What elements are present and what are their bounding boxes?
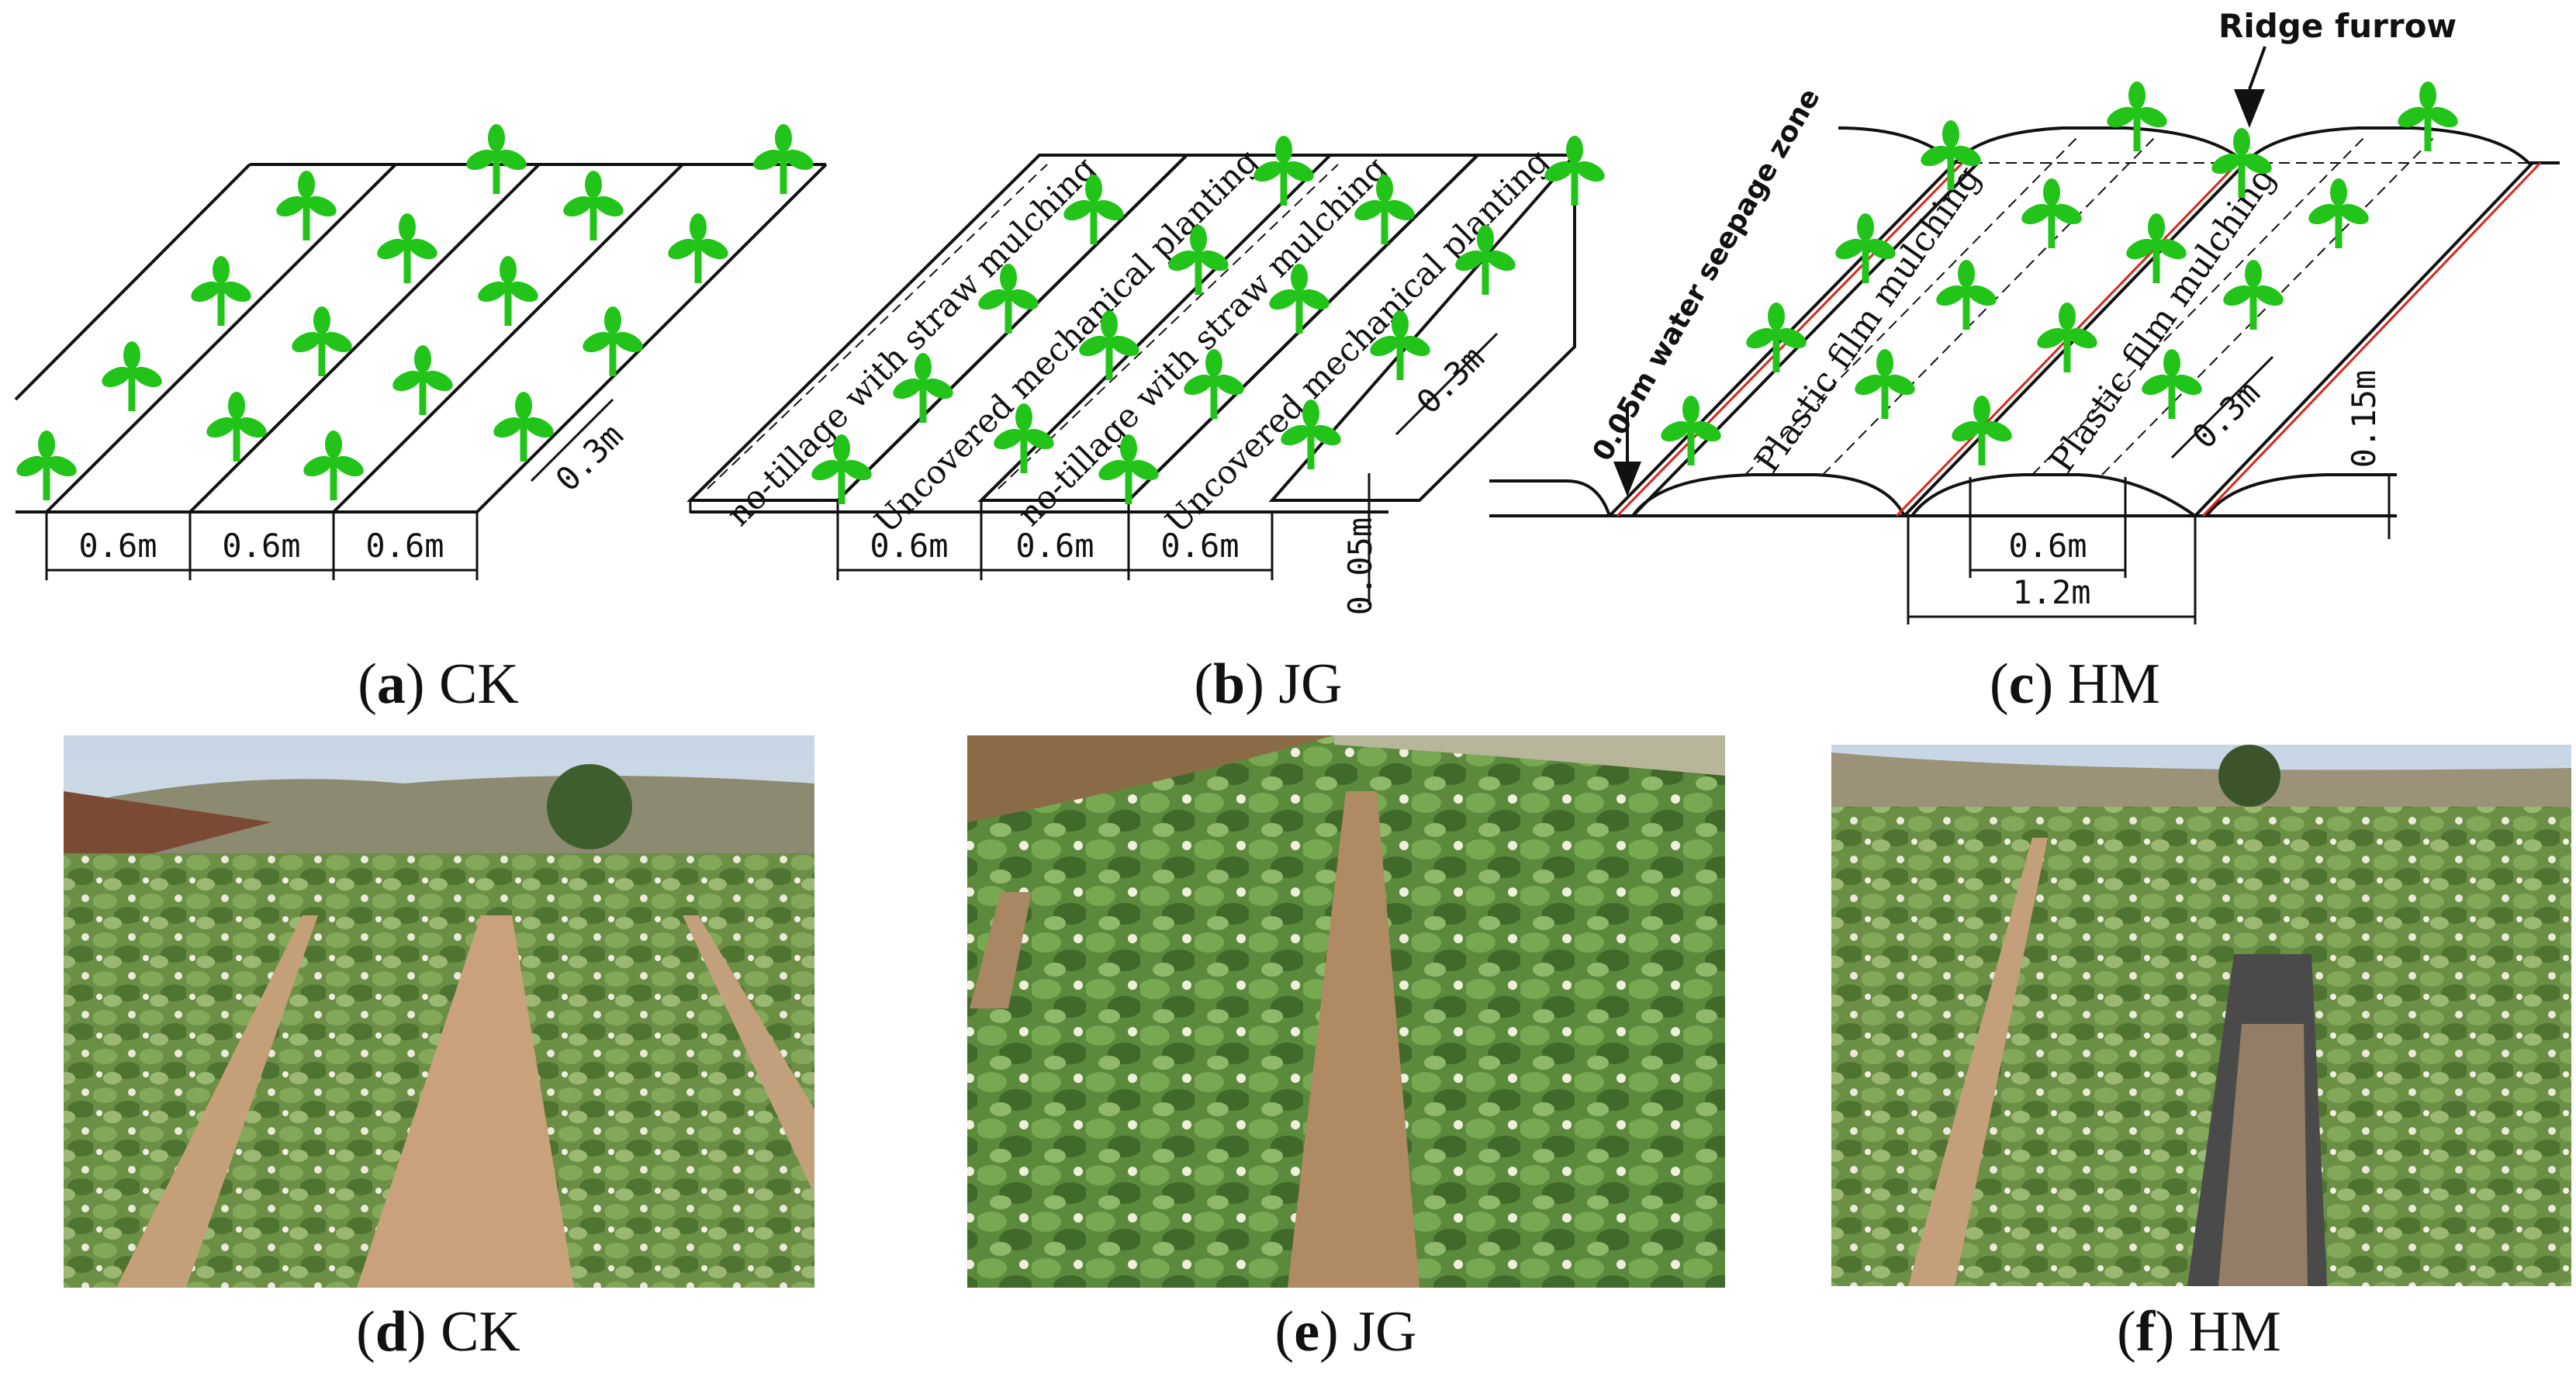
caption-c: (c) HM: [1990, 652, 2160, 716]
hm-slope-dashed: [1744, 135, 2080, 476]
jg-strip-inner: [998, 164, 1339, 489]
jg-strip-inner: [707, 164, 1048, 489]
ck-spacing-line: [530, 398, 614, 482]
hm-slope-dashed: [2101, 135, 2436, 476]
ridge-arrow: [2234, 89, 2265, 128]
diagram-jg: [686, 150, 1576, 605]
jg-row-line: [1127, 154, 1479, 502]
jg-dim-label: 0.6m: [1160, 527, 1239, 565]
ck-dim-label: 0.6m: [365, 527, 444, 565]
hm-slope-dashed: [2031, 135, 2367, 476]
ck-dim-label: 0.6m: [222, 527, 300, 565]
ck-row-line: [14, 163, 251, 401]
hm-slope: [2194, 161, 2534, 517]
ck-row-line: [332, 163, 684, 514]
photo-hm: [1831, 745, 2571, 1286]
hm-arrows: [1613, 46, 2267, 496]
jg-dim-label: 0.6m: [1015, 527, 1094, 565]
caption-e: (e) JG: [1274, 1300, 1417, 1364]
photo-ck: [64, 735, 814, 1288]
caption-d: (d) CK: [356, 1300, 520, 1364]
ck-row-line: [475, 163, 828, 514]
hm-spacing-line: [2170, 355, 2274, 459]
hm-large-width-label: 1.2m: [2012, 573, 2090, 611]
ridge-furrow-label: Ridge furrow: [2218, 7, 2457, 45]
jg-depth-label: 0.05m: [1341, 517, 1379, 615]
jg-strip: [1268, 150, 1576, 502]
hm-height-label: 0.15m: [2345, 370, 2383, 468]
jg-spacing-line: [1395, 332, 1499, 436]
ck-row-line: [188, 163, 541, 514]
diagram-ck: [14, 163, 828, 580]
hm-film-label: Plastic film mulching: [2042, 159, 2284, 480]
ck-plants: [13, 124, 817, 500]
caption-a: (a) CK: [358, 652, 519, 716]
hm-small-width-label: 0.6m: [2008, 527, 2087, 565]
caption-f: (f) HM: [2117, 1300, 2281, 1364]
ck-dim-label: 0.6m: [78, 527, 157, 565]
photo-jg: [967, 735, 1725, 1288]
seepage-arrow: [1613, 462, 1641, 496]
ck-row-line: [45, 163, 397, 514]
hm-slope-dashed: [1822, 135, 2157, 476]
jg-dim-label: 0.6m: [870, 527, 948, 565]
caption-b: (b) JG: [1194, 652, 1343, 716]
jg-row-line: [836, 154, 1188, 502]
